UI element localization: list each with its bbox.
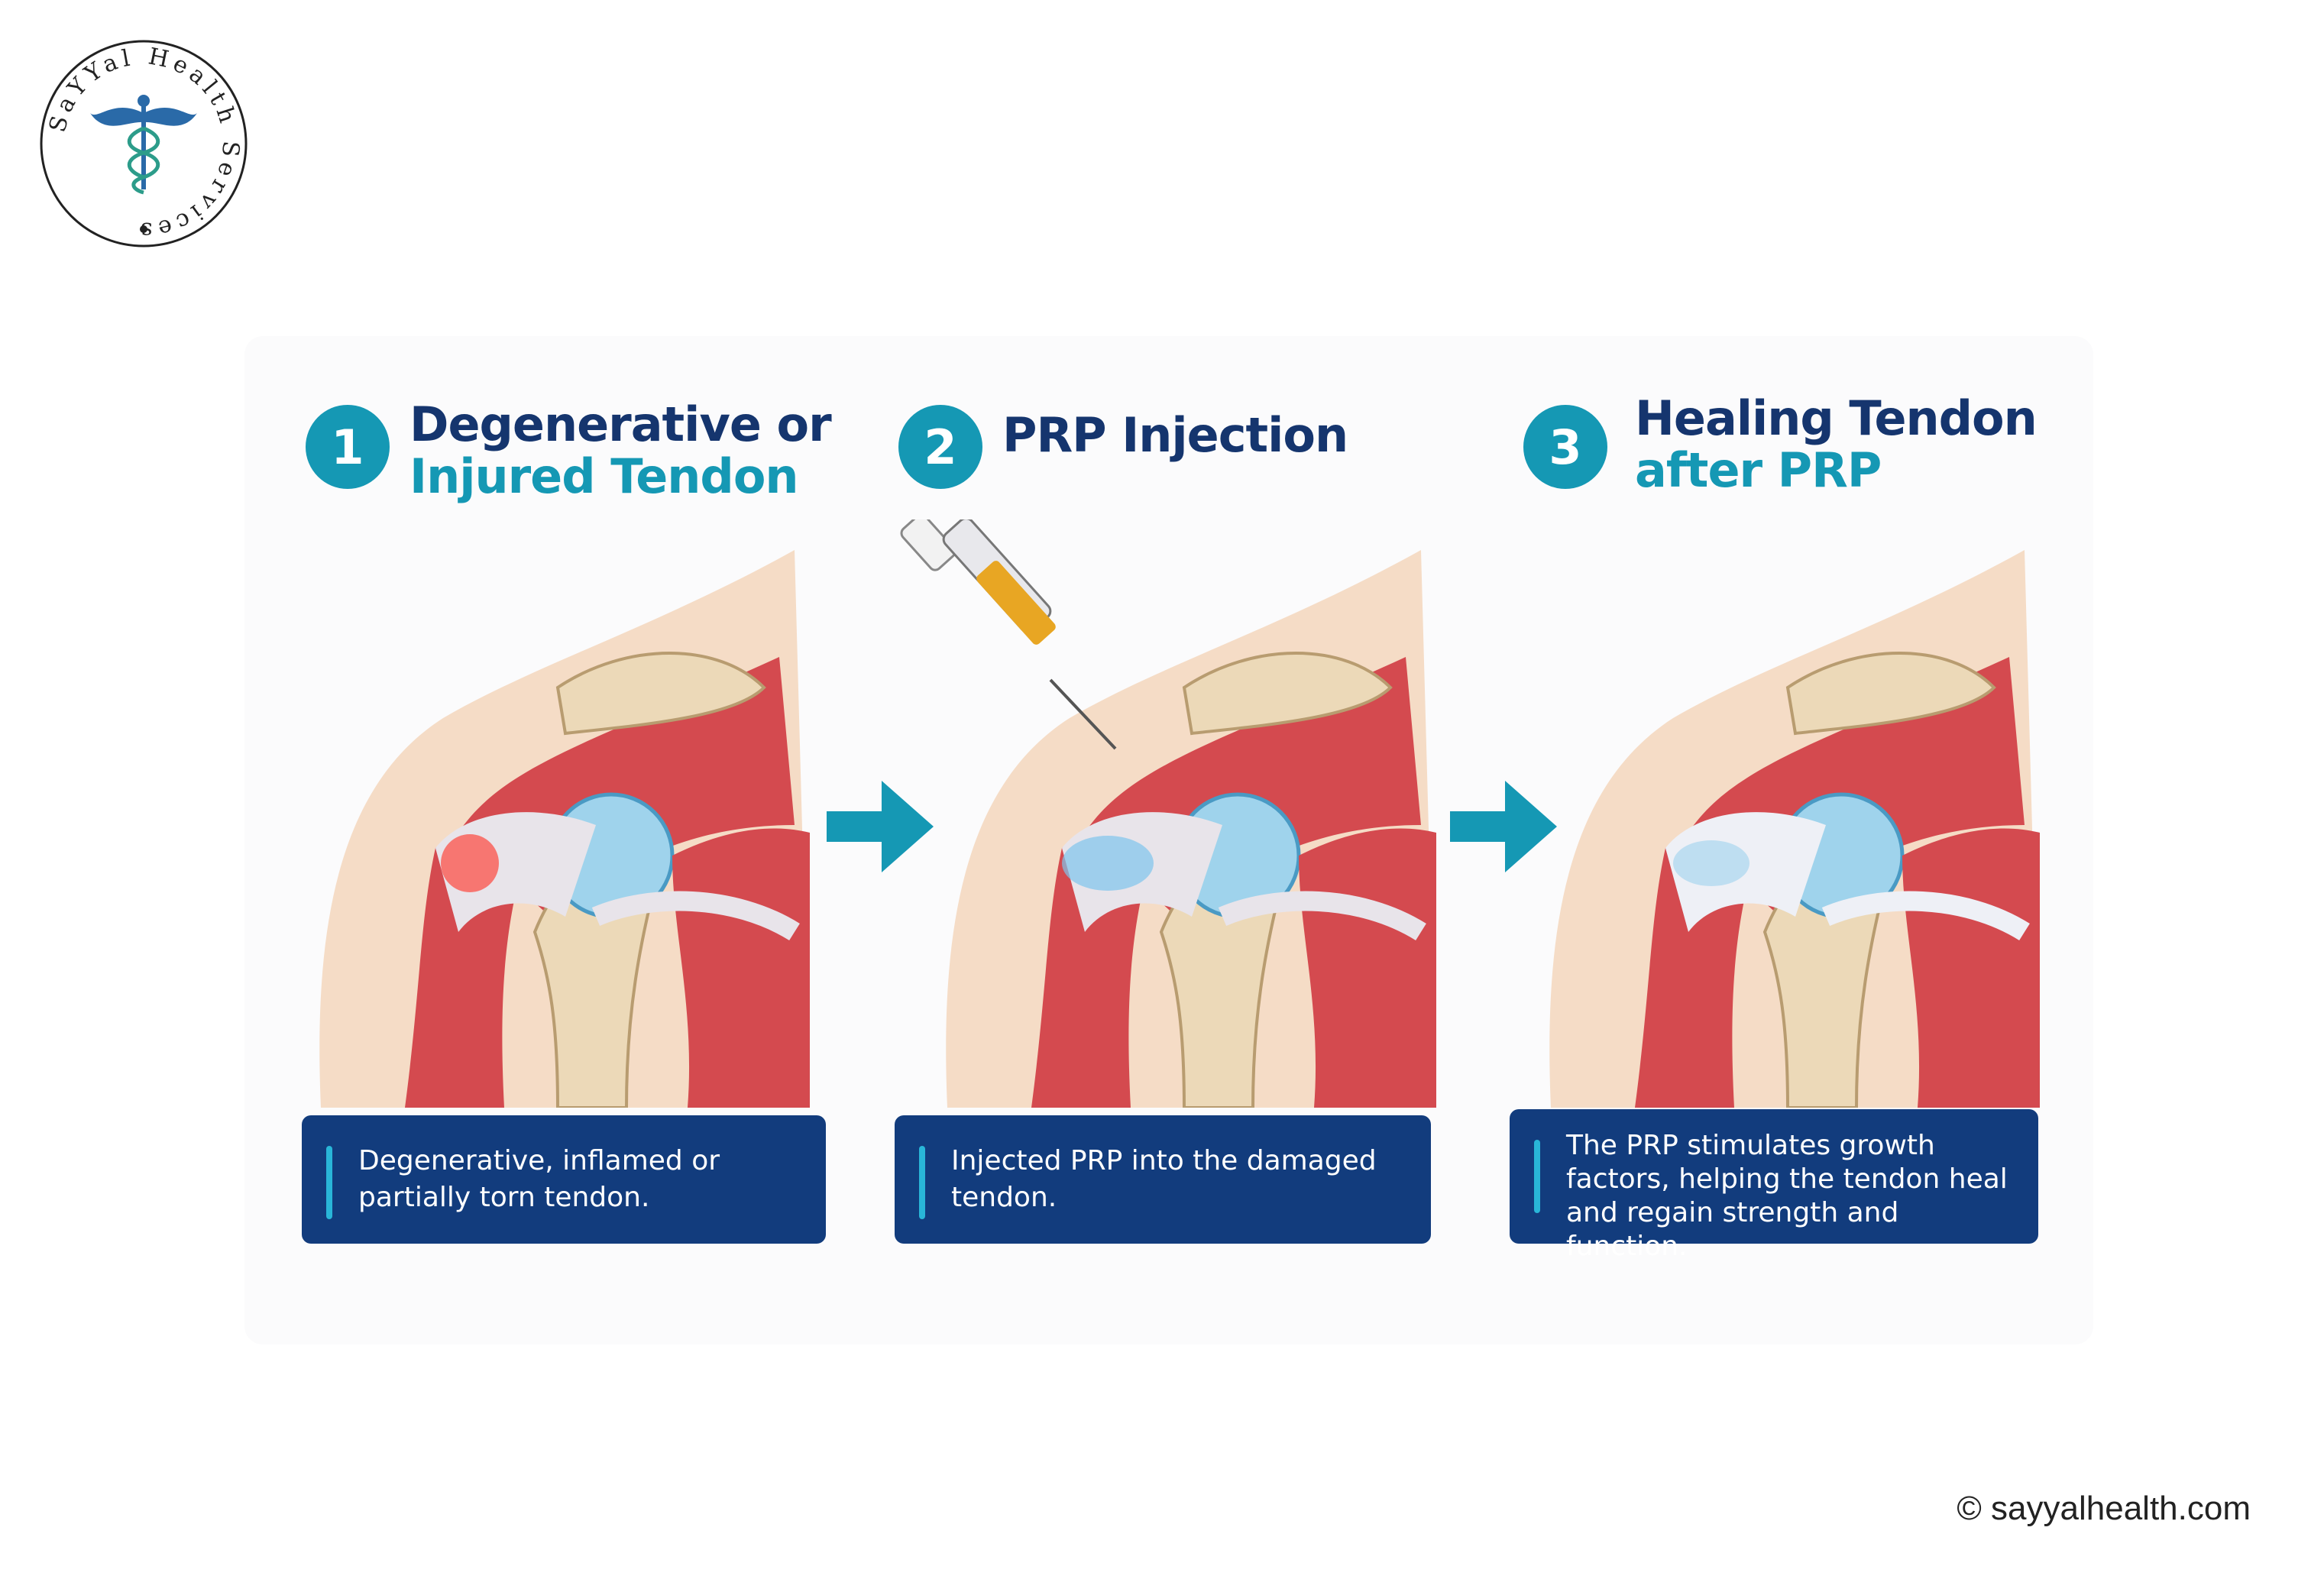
syringe-icon bbox=[900, 519, 1117, 750]
shoulder-illustration-healing bbox=[1549, 550, 2040, 1108]
copyright-footer: © sayyalhealth.com bbox=[1957, 1490, 2251, 1527]
caption-box: Degenerative, inflamed or partially torn… bbox=[302, 1115, 826, 1244]
right-arrow-icon bbox=[827, 781, 934, 872]
step-title-line2: after PRP bbox=[1635, 442, 1882, 498]
caption-accent-bar bbox=[1534, 1140, 1540, 1213]
step-number-badge: 3 bbox=[1523, 405, 1607, 489]
step-number-badge: 1 bbox=[306, 405, 390, 489]
logo-seal: SaYYal Health Services bbox=[40, 40, 248, 248]
right-arrow-icon bbox=[1450, 781, 1557, 872]
caption-text: The PRP stimulates growth factors, helpi… bbox=[1566, 1130, 2008, 1262]
caption-accent-bar bbox=[919, 1146, 925, 1219]
step-title-line1: PRP Injection bbox=[1002, 407, 1348, 463]
caption-text: Injected PRP into the damaged tendon. bbox=[951, 1145, 1377, 1213]
step-title-line1: Degenerative or bbox=[409, 396, 832, 452]
caption-box: Injected PRP into the damaged tendon. bbox=[895, 1115, 1431, 1244]
step-number-badge: 2 bbox=[898, 405, 982, 489]
shoulder-illustration-injection bbox=[900, 519, 1436, 1108]
caption-accent-bar bbox=[326, 1146, 332, 1219]
caption-box: The PRP stimulates growth factors, helpi… bbox=[1510, 1109, 2038, 1262]
step-title: Degenerative or Injured Tendon bbox=[409, 396, 832, 504]
step-title-line2: Injured Tendon bbox=[409, 448, 799, 504]
caduceus-icon bbox=[90, 95, 197, 195]
caption-text: Degenerative, inflamed or partially torn… bbox=[358, 1145, 720, 1213]
step-title: Healing Tendon after PRP bbox=[1635, 390, 2038, 498]
shoulder-illustration-injured bbox=[319, 550, 810, 1108]
step-title: PRP Injection bbox=[1002, 409, 1348, 461]
step-title-line1: Healing Tendon bbox=[1635, 390, 2038, 446]
